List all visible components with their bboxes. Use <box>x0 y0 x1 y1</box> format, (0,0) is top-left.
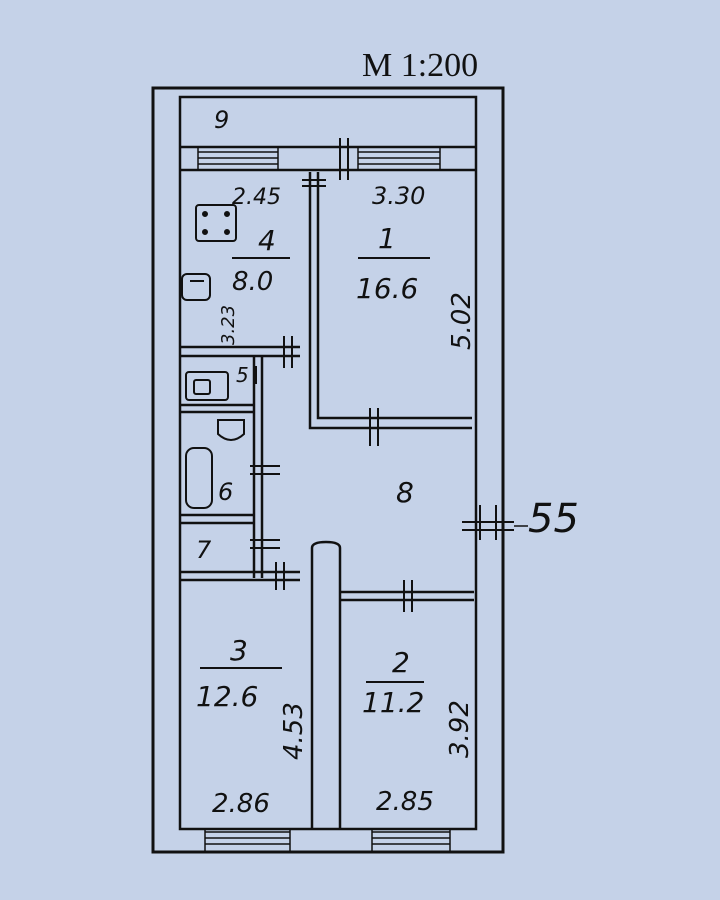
room-2-door-mark <box>403 580 413 612</box>
bathtub-icon <box>185 447 213 509</box>
room-7-label: 7 <box>196 536 212 564</box>
room-3-label: 3 <box>230 634 248 667</box>
stove-icon <box>195 204 237 242</box>
room-8-label: 8 <box>396 476 414 509</box>
room-2-area: 11.2 <box>362 686 424 719</box>
window-bottom-right <box>371 829 451 852</box>
dim-kitchen-width: 2.45 <box>232 185 281 210</box>
room-2-label: 2 <box>392 646 410 679</box>
balcony-door-mark <box>339 138 349 180</box>
room-1-door-mark <box>369 408 379 446</box>
scale-label: M 1:200 <box>362 47 478 84</box>
balcony-wall <box>180 145 476 172</box>
kitchen-sink-icon <box>181 273 211 301</box>
room-1-walls <box>308 172 472 430</box>
entrance-door-mark <box>462 505 514 540</box>
dim-kitchen-length: 3.23 <box>218 305 239 345</box>
room-4-area: 8.0 <box>232 267 273 297</box>
balcony-window-right <box>357 147 441 170</box>
room-9-label: 9 <box>214 106 229 134</box>
room-1-area: 16.6 <box>356 272 418 305</box>
room-4-label: 4 <box>258 224 276 257</box>
dim-room-2-width: 2.85 <box>376 787 434 817</box>
window-bottom-left <box>204 829 291 852</box>
kitchen-door-mark-2 <box>283 336 293 368</box>
room-6-label: 6 <box>218 478 233 506</box>
outer-walls <box>151 86 505 854</box>
room-3-area: 12.6 <box>196 680 258 713</box>
bathroom-door-marks <box>250 366 285 590</box>
room-1-label: 1 <box>378 222 396 255</box>
room-2-top-wall <box>340 590 474 602</box>
balcony-window-left <box>197 147 279 170</box>
toilet-icon <box>185 371 229 401</box>
dim-room-3-length: 4.53 <box>279 702 309 760</box>
dim-room-1-width: 3.30 <box>372 182 425 210</box>
washbasin-icon <box>217 419 245 441</box>
building-number: 55 <box>528 496 579 542</box>
kitchen-bottom-wall <box>180 345 300 358</box>
dim-room-1-length: 5.02 <box>447 292 477 350</box>
dim-room-3-width: 2.86 <box>212 789 270 819</box>
central-partition <box>310 540 342 828</box>
kitchen-door-mark <box>302 179 326 187</box>
dim-room-2-length: 3.92 <box>445 700 475 758</box>
room-5-label: 5 <box>236 363 249 387</box>
